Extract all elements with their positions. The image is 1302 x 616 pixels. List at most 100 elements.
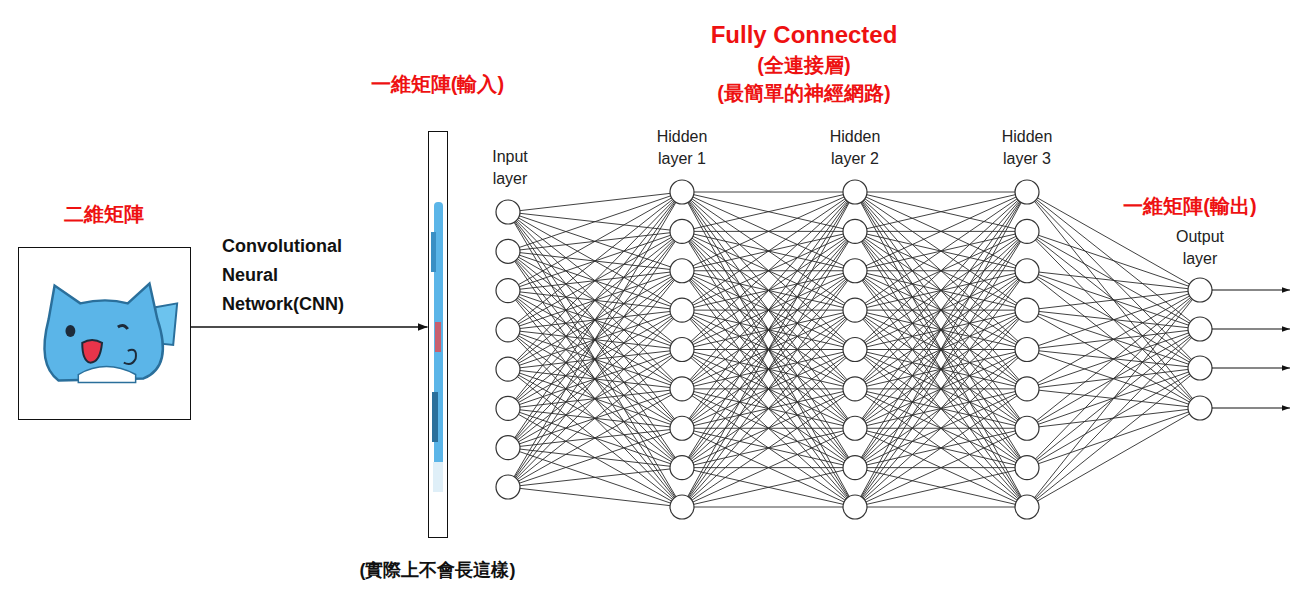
neuron xyxy=(843,338,867,362)
strip-light xyxy=(433,462,443,492)
neuron xyxy=(670,416,694,440)
network-link xyxy=(508,408,682,507)
network-link xyxy=(682,192,855,231)
network-link xyxy=(682,192,855,468)
network-link xyxy=(682,310,855,507)
neuron xyxy=(843,180,867,204)
network-link xyxy=(682,192,855,428)
network-link xyxy=(508,369,682,507)
network-link xyxy=(855,231,1027,507)
network-link xyxy=(855,192,1027,310)
network-link xyxy=(1027,290,1200,350)
neuron xyxy=(1015,298,1039,322)
cat-belly xyxy=(78,367,135,383)
neuron xyxy=(843,219,867,243)
network-link xyxy=(855,192,1027,231)
network-link xyxy=(508,192,682,330)
neuron xyxy=(1015,219,1039,243)
network-link xyxy=(682,192,855,271)
network-link xyxy=(508,310,682,487)
network-link xyxy=(508,192,682,291)
network-link xyxy=(508,271,682,487)
network-link xyxy=(682,192,855,389)
network-link xyxy=(682,310,855,507)
network-link xyxy=(682,350,855,508)
section-subtitle-text: (全連接層) xyxy=(757,54,850,76)
network-link xyxy=(855,507,1027,508)
section-subtitle: (最簡單的神經網路) xyxy=(674,79,934,107)
neuron xyxy=(843,298,867,322)
network-link xyxy=(1027,271,1200,329)
neuron xyxy=(496,396,520,420)
network-link xyxy=(855,192,1027,350)
output-heading: 一維矩陣(輸出) xyxy=(1110,193,1270,219)
network-link xyxy=(508,192,682,448)
network-link xyxy=(855,192,1027,389)
layer-label-text: Hidden layer 3 xyxy=(1002,128,1053,167)
neuron xyxy=(496,475,520,499)
network-link xyxy=(682,231,855,507)
neuron xyxy=(1015,416,1039,440)
neuron xyxy=(670,180,694,204)
network-link xyxy=(855,192,1027,389)
cat-body xyxy=(44,284,162,381)
neuron xyxy=(1015,456,1039,480)
neuron xyxy=(1188,396,1212,420)
neuron xyxy=(670,338,694,362)
network-link xyxy=(855,192,1027,428)
neuron xyxy=(1015,180,1039,204)
network-link xyxy=(508,487,682,507)
neuron xyxy=(496,436,520,460)
network-link xyxy=(682,192,855,310)
layer-label-text: Input layer xyxy=(492,148,528,187)
network-link xyxy=(1027,368,1200,507)
network-link xyxy=(508,231,682,487)
network-link xyxy=(855,192,1027,428)
neuron xyxy=(670,456,694,480)
network-link xyxy=(682,192,855,310)
layer-label-text: Hidden layer 2 xyxy=(830,128,881,167)
strip-dark xyxy=(432,392,438,442)
network-link xyxy=(682,468,855,507)
neuron xyxy=(843,456,867,480)
neuron xyxy=(1188,317,1212,341)
output-arrow xyxy=(1212,289,1290,290)
neuron xyxy=(670,298,694,322)
network-link xyxy=(682,192,855,350)
matrix-heading: 二維矩陣 xyxy=(17,200,191,228)
network-link xyxy=(855,428,1027,507)
network-link xyxy=(1027,231,1200,329)
network-link xyxy=(508,192,682,408)
network-link xyxy=(855,192,1027,271)
network-link xyxy=(855,192,1027,507)
network-link xyxy=(855,389,1027,507)
output-arrows xyxy=(1212,290,1290,408)
network-link xyxy=(855,192,1027,193)
network-link xyxy=(1027,231,1200,408)
network-link xyxy=(682,192,855,507)
network-link xyxy=(1027,192,1200,408)
network-link xyxy=(682,428,855,507)
node-frame xyxy=(428,131,448,538)
layer-label: Hidden layer 3 xyxy=(991,126,1063,170)
network-link xyxy=(1027,192,1200,368)
output-arrow xyxy=(1212,328,1290,329)
neuron xyxy=(496,357,520,381)
connector-arrow xyxy=(191,326,428,328)
edge-label-text: Convolutional Neural Network(CNN) xyxy=(222,236,344,314)
network-link xyxy=(508,212,682,507)
neuron xyxy=(843,495,867,519)
network-link xyxy=(508,428,682,487)
network-link xyxy=(855,428,1027,507)
network-link xyxy=(855,192,1027,468)
neuron xyxy=(1188,356,1212,380)
neuron xyxy=(496,200,520,224)
network-link xyxy=(682,271,855,507)
network-link xyxy=(508,192,682,369)
network-link xyxy=(855,192,1027,310)
network-link xyxy=(855,192,1027,507)
layer-label-text: Hidden layer 1 xyxy=(657,128,708,167)
network-link xyxy=(855,192,1027,231)
